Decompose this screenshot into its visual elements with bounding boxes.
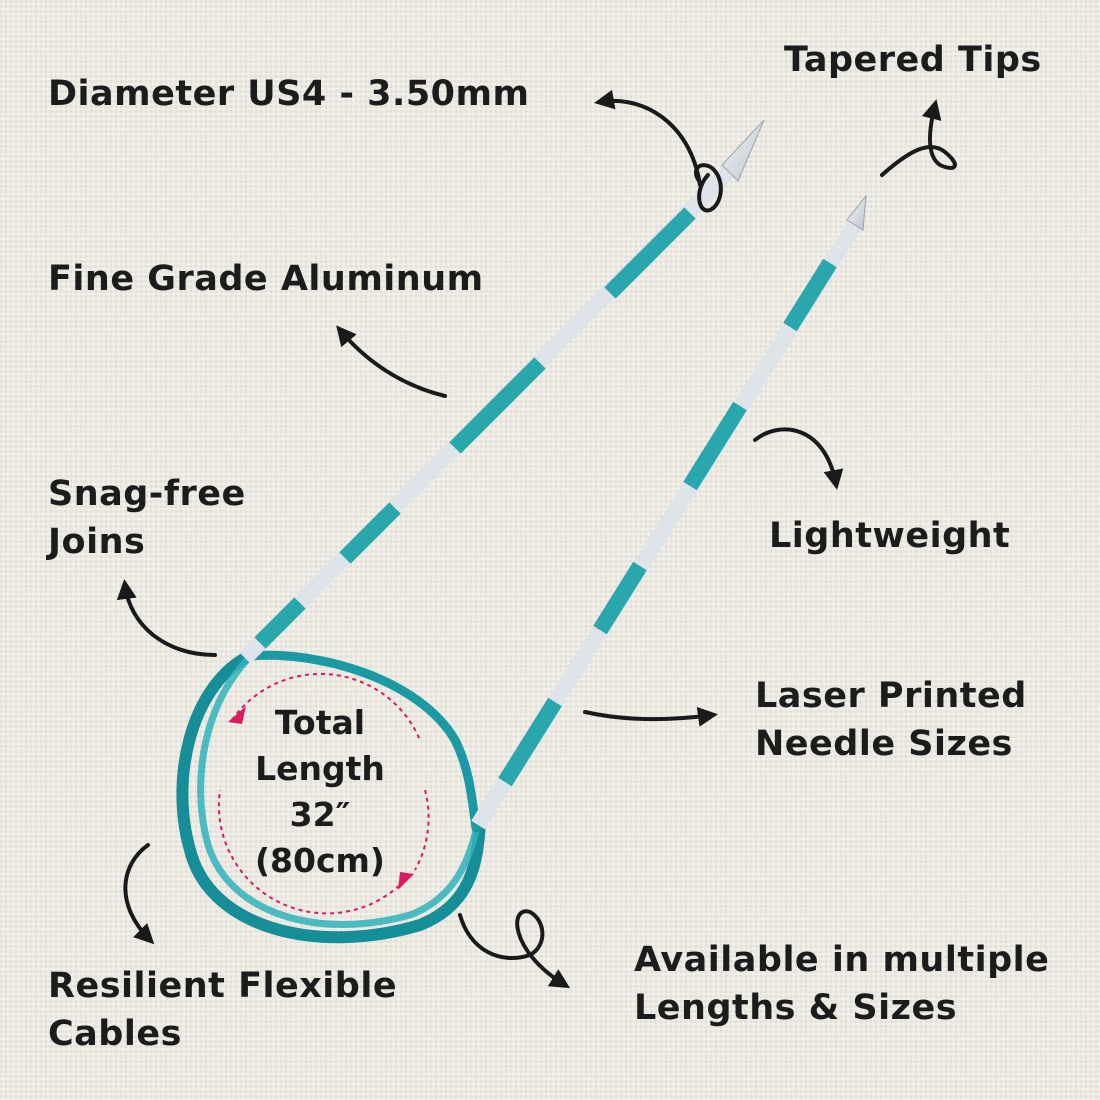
aluminum-label: Fine Grade Aluminum: [48, 259, 484, 299]
snag-free-label: Snag-free Joins: [48, 470, 246, 566]
loop-arrow-icon: [693, 163, 723, 213]
lightweight-label: Lightweight: [769, 516, 1011, 556]
curved-arrow-icon: [336, 325, 447, 398]
laser-printed-label: Laser Printed Needle Sizes: [755, 672, 1027, 768]
available-line: Lengths & Sizes: [634, 988, 958, 1028]
cables-line: Cables: [48, 1014, 182, 1054]
available-line: Available in multiple: [634, 940, 1050, 980]
dashed-circle-arrow-icon: [217, 672, 430, 915]
left-needle: [239, 119, 765, 664]
right-needle: [471, 194, 867, 830]
flexible-cable: [176, 650, 486, 944]
total-length-line: Length: [255, 749, 385, 788]
curved-arrow-icon: [116, 579, 217, 657]
loop-arrow-icon: [880, 99, 957, 177]
diameter-label: Diameter US4 - 3.50mm: [48, 74, 530, 114]
snag-free-line: Snag-free: [48, 474, 246, 514]
cables-line: Resilient Flexible: [48, 966, 398, 1006]
loop-arrow-icon: [458, 909, 571, 989]
snag-free-line: Joins: [48, 522, 146, 562]
curved-arrow-icon: [123, 843, 155, 945]
total-length-line: Total: [274, 703, 366, 742]
curved-arrow-icon: [753, 427, 844, 490]
available-label: Available in multiple Lengths & Sizes: [634, 936, 1049, 1032]
laser-printed-line: Laser Printed: [755, 676, 1027, 716]
tapered-tips-label: Tapered Tips: [784, 40, 1042, 80]
total-length-label: Total Length 32″ (80cm): [230, 700, 410, 884]
curved-arrow-icon: [594, 89, 702, 187]
cables-label: Resilient Flexible Cables: [48, 962, 397, 1058]
laser-printed-line: Needle Sizes: [755, 724, 1013, 764]
curved-arrow-icon: [583, 706, 718, 727]
total-length-line: 32″: [289, 795, 351, 834]
total-length-line: (80cm): [254, 841, 386, 880]
